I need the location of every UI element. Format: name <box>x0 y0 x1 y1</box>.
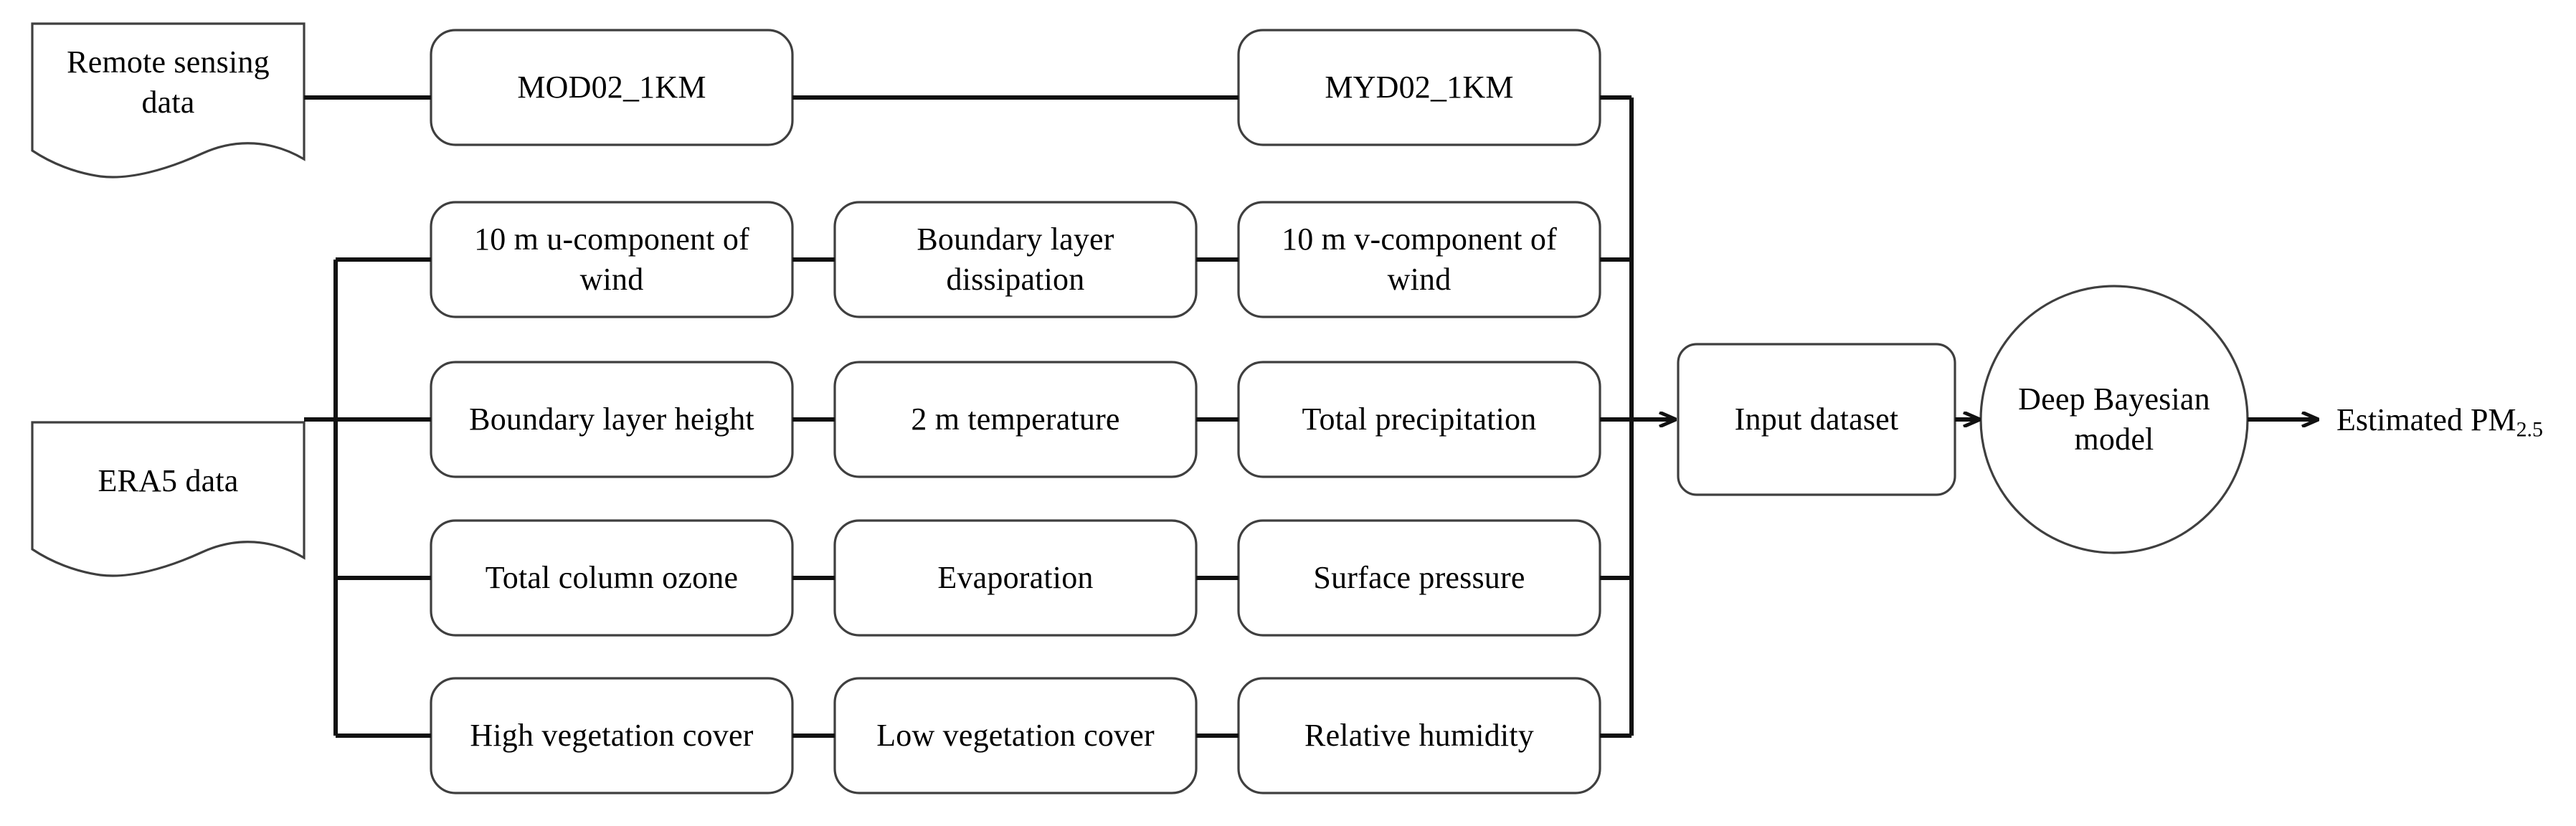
mod02-1km-shape[interactable] <box>430 29 794 146</box>
high-vegetation-cover-shape[interactable] <box>430 677 794 794</box>
estimated-pm25-subscript: 2.5 <box>2516 417 2543 442</box>
evaporation-shape[interactable] <box>833 519 1198 637</box>
surface-pressure-shape[interactable] <box>1237 519 1601 637</box>
deep-bayesian-model-shape[interactable] <box>1979 285 2249 554</box>
temperature-2m-shape[interactable] <box>833 361 1198 478</box>
boundary-layer-height-shape[interactable] <box>430 361 794 478</box>
u-wind-shape[interactable] <box>430 201 794 318</box>
estimated-pm25-main: Estimated PM <box>2336 402 2516 437</box>
estimated-pm25-label: Estimated PM2.5 <box>2336 402 2543 442</box>
relative-humidity-shape[interactable] <box>1237 677 1601 794</box>
total-column-ozone-shape[interactable] <box>430 519 794 637</box>
low-vegetation-cover-shape[interactable] <box>833 677 1198 794</box>
input-dataset-shape[interactable] <box>1677 343 1956 496</box>
blh-dissipation-shape[interactable] <box>833 201 1198 318</box>
total-precipitation-shape[interactable] <box>1237 361 1601 478</box>
remote-sensing-data-shape[interactable] <box>31 22 306 179</box>
v-wind-shape[interactable] <box>1237 201 1601 318</box>
era5-data-shape[interactable] <box>31 421 306 577</box>
myd02-1km-shape[interactable] <box>1237 29 1601 146</box>
